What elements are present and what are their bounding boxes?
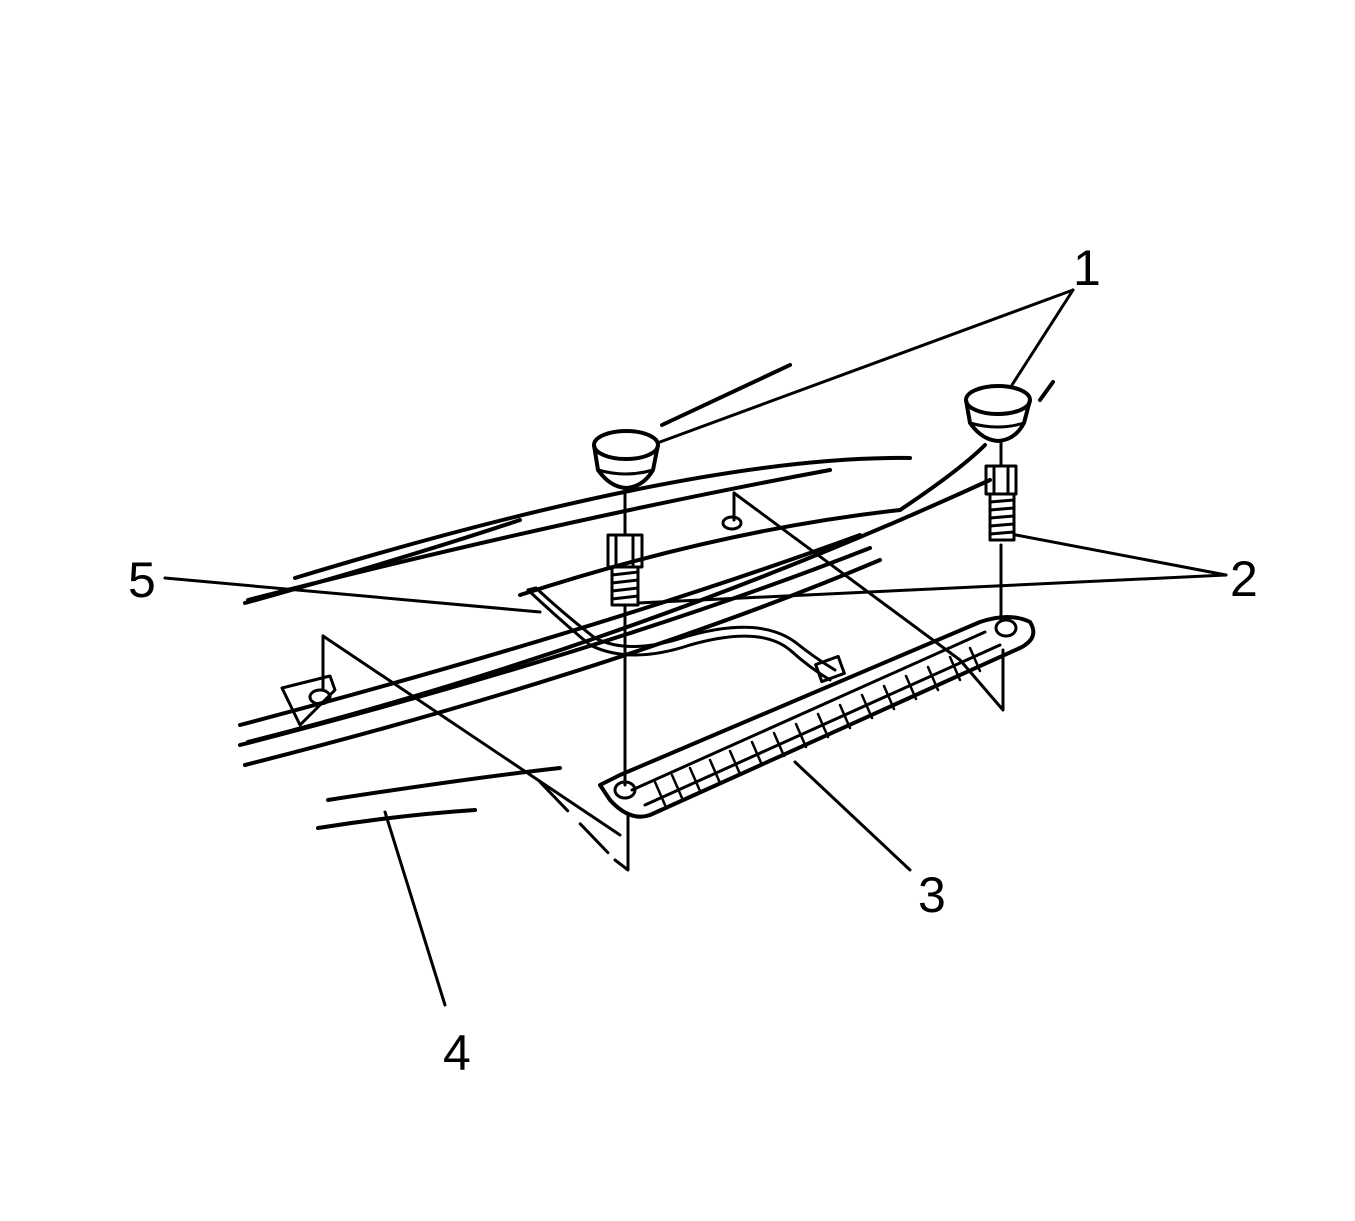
right-bolt	[984, 464, 1018, 542]
inner-trim-panel	[316, 766, 562, 1007]
right-cap	[964, 384, 1032, 443]
wire-harness	[526, 586, 846, 684]
leader-lines	[163, 288, 1228, 872]
callout-4: 4	[443, 1025, 471, 1081]
left-bracket	[280, 634, 630, 872]
light-assembly	[598, 615, 1036, 819]
callout-3: 3	[918, 867, 946, 923]
left-cap	[592, 429, 660, 490]
alignment-lines	[623, 439, 1003, 787]
callout-5: 5	[128, 552, 156, 608]
left-bolt	[606, 533, 644, 614]
callout-1: 1	[1073, 240, 1101, 296]
callout-2: 2	[1230, 551, 1258, 607]
roof-panel	[238, 363, 1055, 767]
right-bracket	[721, 491, 1005, 712]
